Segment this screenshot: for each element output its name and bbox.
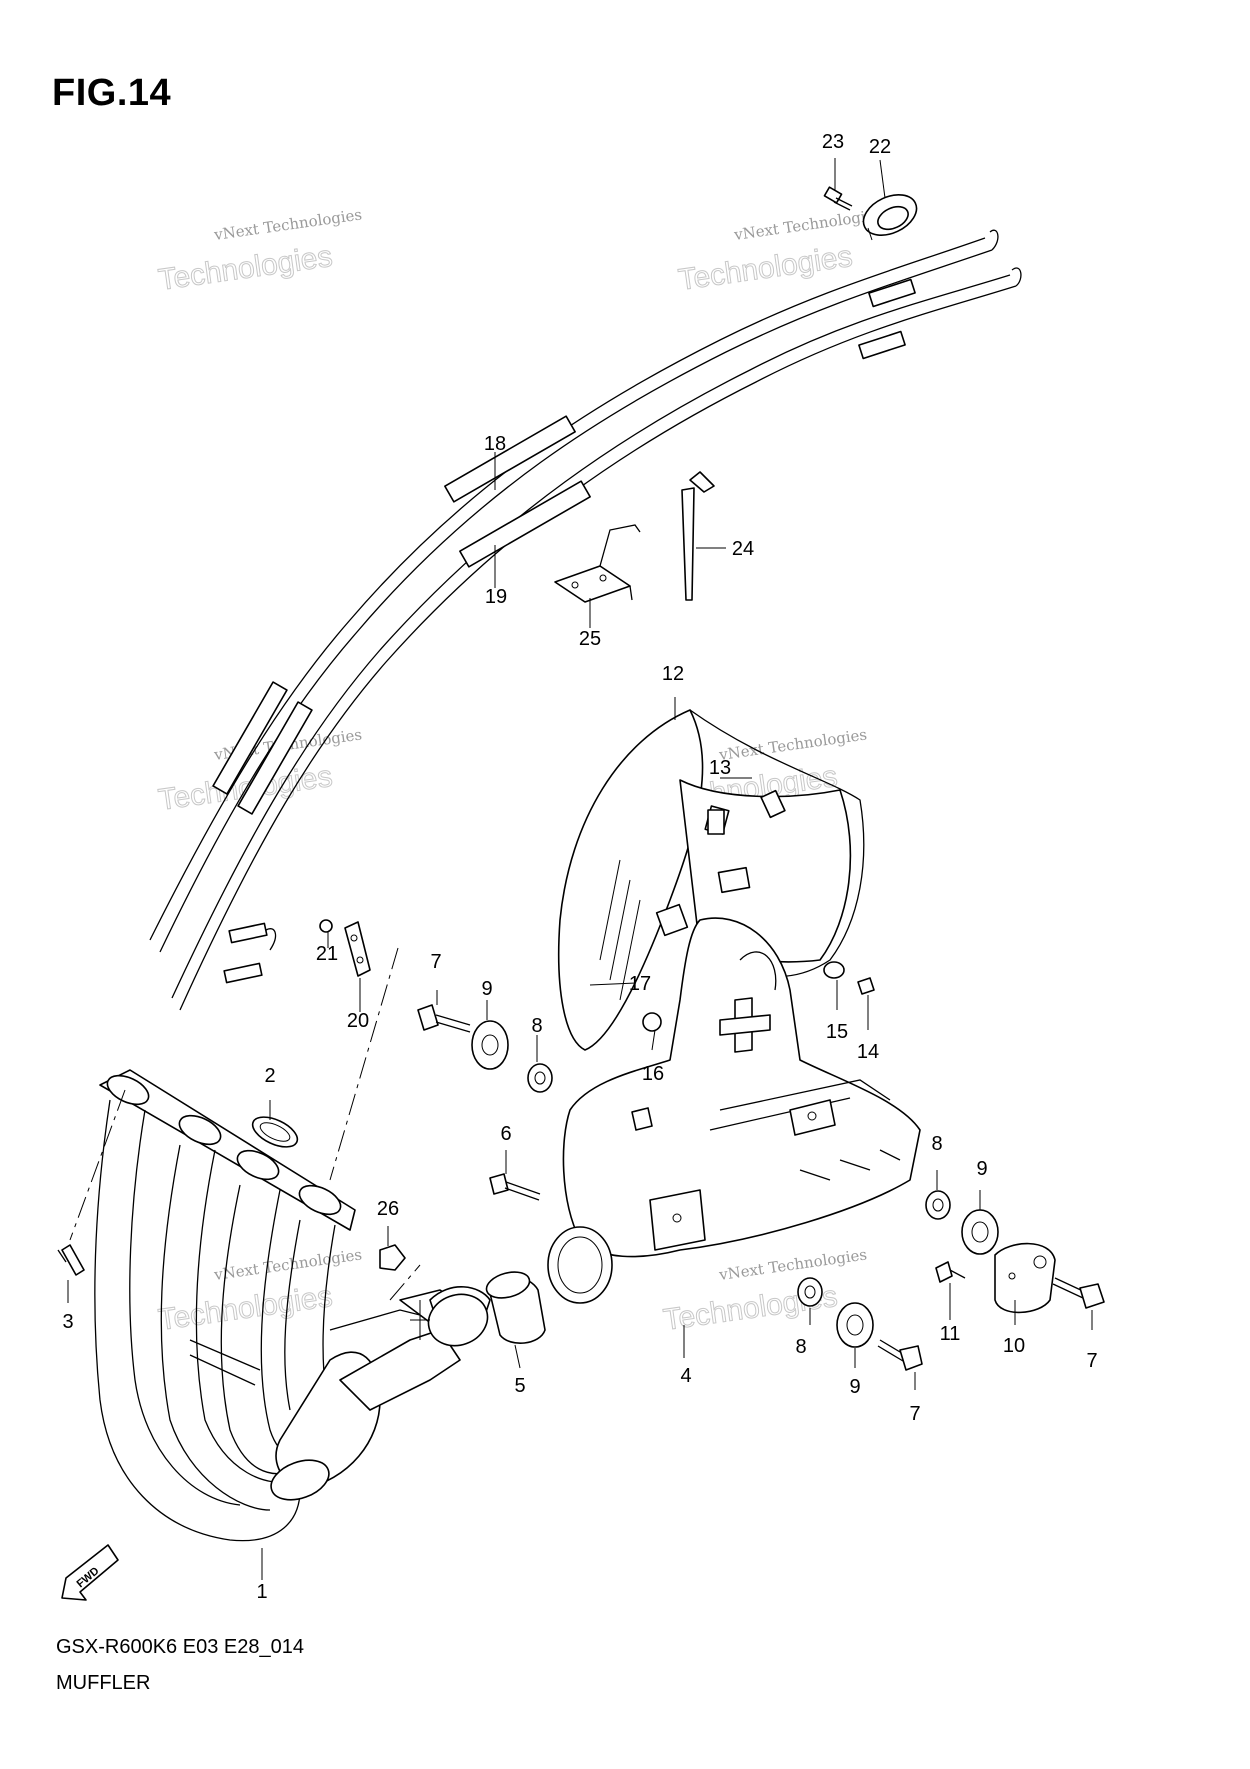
cable-pulley <box>862 194 918 241</box>
callout-9: 9 <box>481 978 492 1000</box>
clip-13 <box>707 809 725 835</box>
watermark-text: Technologies <box>676 240 854 297</box>
callout-7: 7 <box>430 951 441 973</box>
callout-15: 15 <box>826 1021 848 1043</box>
callout-8: 8 <box>795 1336 806 1358</box>
bushing-9-mid <box>961 1209 999 1255</box>
leader-lines <box>67 158 1093 1580</box>
callout-8: 8 <box>531 1015 542 1037</box>
muffler <box>547 917 921 1304</box>
exhaust-valve-cables <box>149 229 1022 1011</box>
callout-7: 7 <box>909 1403 920 1425</box>
nut-26 <box>379 1244 406 1271</box>
callout-24: 24 <box>732 538 754 560</box>
callout-19: 19 <box>485 586 507 608</box>
callout-2: 2 <box>264 1065 275 1087</box>
watermark-text: Technologies <box>156 240 334 297</box>
grommet-15 <box>823 961 845 979</box>
cable-tie <box>681 471 715 601</box>
grommet-16 <box>642 1012 662 1032</box>
callout-23: 23 <box>822 131 844 153</box>
muffler-bracket-10 <box>994 1242 1056 1314</box>
figure-title: FIG.14 <box>52 72 172 114</box>
bolt-14 <box>857 977 875 995</box>
pulley-bolt <box>823 186 853 211</box>
bolt-7-lower <box>877 1339 923 1371</box>
collar-8-lower <box>797 1277 823 1307</box>
collar-8-mid <box>925 1190 951 1220</box>
callout-26: 26 <box>377 1198 399 1220</box>
callout-13: 13 <box>709 757 731 779</box>
callout-14: 14 <box>857 1041 879 1063</box>
watermark-text: vNext Technologies <box>732 205 883 244</box>
callout-1: 1 <box>256 1581 267 1603</box>
bolt-7-right <box>1052 1277 1105 1309</box>
callout-17: 17 <box>629 973 651 995</box>
watermark-text: vNext Technologies <box>717 725 868 764</box>
bolt-11 <box>935 1261 966 1283</box>
model-code: GSX-R600K6 E03 E28_014 <box>56 1636 304 1658</box>
callout-12: 12 <box>662 663 684 685</box>
callout-7: 7 <box>1086 1350 1097 1372</box>
cable-bracket <box>554 524 641 603</box>
callout-10: 10 <box>1003 1335 1025 1357</box>
callout-16: 16 <box>642 1063 664 1085</box>
callout-4: 4 <box>680 1365 691 1387</box>
watermark-text: vNext Technologies <box>212 205 363 244</box>
callout-9: 9 <box>976 1158 987 1180</box>
callouts: 23 22 18 19 24 25 12 13 17 16 15 14 20 2… <box>62 131 1097 1603</box>
connector-sleeve <box>485 1271 546 1344</box>
callout-6: 6 <box>500 1123 511 1145</box>
watermark-text: vNext Technologies <box>212 1245 363 1284</box>
callout-22: 22 <box>869 136 891 158</box>
nut-21 <box>319 919 333 933</box>
exhaust-pipe <box>94 1069 491 1542</box>
gasket <box>251 1116 299 1148</box>
stud-bolt <box>57 1244 85 1276</box>
bushing-9-lower <box>836 1302 874 1348</box>
callout-5: 5 <box>514 1375 525 1397</box>
bolt-6 <box>489 1173 541 1201</box>
watermark-text: Technologies <box>156 1280 334 1337</box>
callout-18: 18 <box>484 433 506 455</box>
section-name: MUFFLER <box>56 1672 151 1694</box>
mount-bracket <box>344 921 371 977</box>
callout-8: 8 <box>931 1133 942 1155</box>
callout-9: 9 <box>849 1376 860 1398</box>
callout-3: 3 <box>62 1311 73 1333</box>
alignment-lines <box>69 947 421 1301</box>
callout-21: 21 <box>316 943 338 965</box>
bushing-9-upper <box>471 1020 509 1070</box>
mount-bolt-7-upper <box>417 1004 471 1033</box>
fwd-arrow: FWD <box>61 1544 119 1601</box>
callout-25: 25 <box>579 628 601 650</box>
watermark-text: vNext Technologies <box>717 1245 868 1284</box>
callout-20: 20 <box>347 1010 369 1032</box>
callout-11: 11 <box>940 1323 961 1345</box>
collar-8-upper <box>527 1063 553 1093</box>
